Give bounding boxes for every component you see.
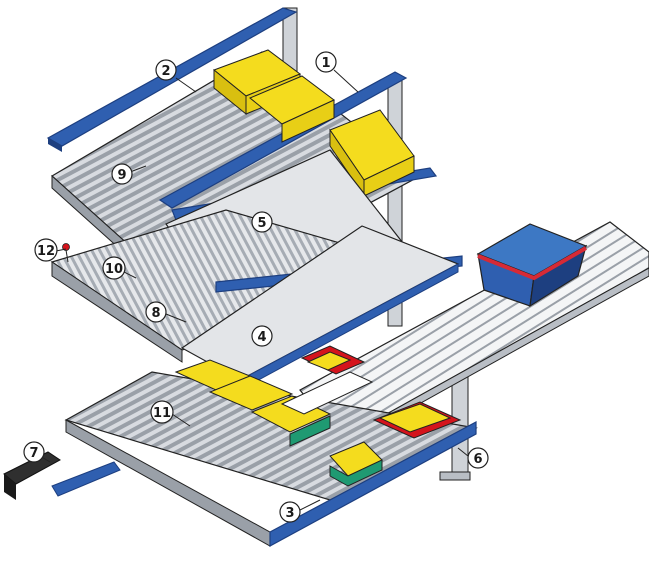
callout-5: 5 [251,211,273,233]
callouts: 1 2 3 4 5 6 7 8 [23,51,489,523]
callout-10: 10 [102,256,126,280]
callout-8: 8 [145,301,167,323]
callout-label: 10 [105,262,123,277]
callout-label: 2 [161,64,170,79]
callout-label: 7 [29,446,38,461]
callout-1: 1 [315,51,337,73]
callout-3: 3 [279,501,301,523]
top-shelf-totes [213,49,415,198]
bottom-shelf-bins [174,345,462,487]
callout-label: 6 [473,452,482,467]
callout-label: 8 [151,306,160,321]
callout-label: 5 [257,216,266,231]
callout-label: 1 [321,56,330,71]
callout-9: 9 [111,163,133,185]
callout-12: 12 [34,238,58,262]
blue-crate [476,223,588,308]
callout-6: 6 [467,447,489,469]
callout-label: 9 [117,168,126,183]
callout-4: 4 [251,325,273,347]
callout-label: 4 [257,330,266,345]
callout-7: 7 [23,441,45,463]
callout-label: 12 [37,244,55,259]
bottom-shelf-front-beam [269,420,477,548]
callout-label: 11 [153,406,171,421]
callout-11: 11 [150,400,174,424]
callout-2: 2 [155,59,177,81]
callout-label: 3 [285,506,294,521]
